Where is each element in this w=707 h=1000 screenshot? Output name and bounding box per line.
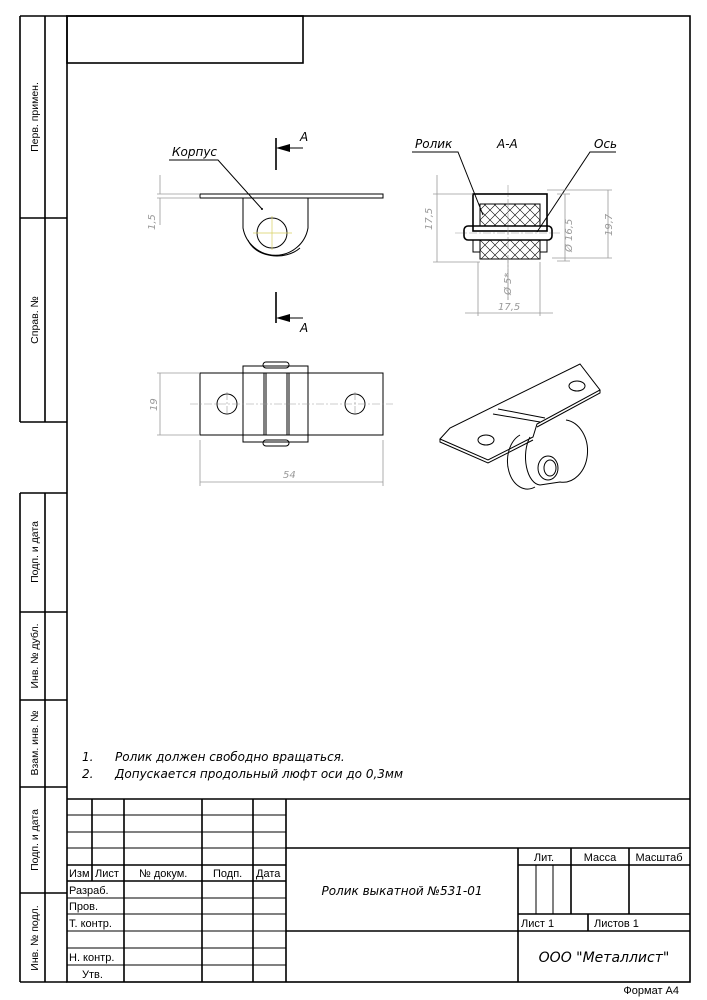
top-view: 19 54 [149, 361, 393, 486]
header-sign: Подп. [213, 868, 242, 880]
note-2-text: Допускается продольный люфт оси до 0,3мм [114, 767, 403, 781]
dim-plate-width: 19 [149, 398, 160, 411]
dim-thickness: 1,5 [147, 214, 158, 230]
label-roller: Ролик [415, 137, 453, 151]
dim-height-outer: 17,5 [424, 208, 435, 230]
section-title: А-А [496, 137, 518, 151]
note-1-text: Ролик должен свободно вращаться. [115, 750, 345, 764]
drawing-title: Ролик выкатной №531-01 [321, 884, 482, 898]
title-block: Изм Лист № докум. Подп. Дата Разраб. Про… [67, 798, 690, 997]
dim-diam-roller: Ø 16,5 [563, 219, 575, 253]
label-axle: Ось [594, 137, 617, 151]
side-dup-inv: Инв. № дубл. [29, 623, 41, 688]
note-1-number: 1. [82, 750, 93, 764]
dim-height-total: 19,7 [604, 213, 615, 236]
role-norm-control: Н. контр. [69, 952, 114, 964]
note-2-number: 2. [82, 767, 93, 781]
section-mark-top: А [299, 130, 308, 144]
dim-width-roller: 17,5 [498, 302, 520, 313]
top-left-box [66, 15, 304, 64]
role-checker: Пров. [69, 901, 98, 913]
sheets-label: Листов 1 [594, 918, 639, 930]
dim-diam-axle: Ø 5* [502, 273, 514, 296]
side-sign-date-1: Подп. и дата [29, 521, 41, 583]
label-body: Корпус [172, 145, 217, 159]
role-tech-control: Т. контр. [69, 918, 112, 930]
front-view: А А Корпус 1,5 [147, 130, 384, 335]
side-orig-inv: Инв. № подл. [29, 905, 41, 970]
section-view: Ролик А-А Ось 17,5 Ø 16,5 19,7 Ø 5* 17,5 [412, 137, 617, 316]
inner-frame [66, 15, 691, 983]
lit-label: Лит. [534, 852, 554, 864]
side-sign-date-2: Подп. и дата [29, 809, 41, 871]
header-doc-no: № докум. [139, 868, 187, 880]
role-developer: Разраб. [69, 885, 109, 897]
role-approved: Утв. [82, 969, 103, 981]
mass-label: Масса [584, 852, 617, 864]
header-izm: Изм [69, 868, 90, 880]
scale-label: Масштаб [635, 852, 682, 864]
side-replace-inv: Взам. инв. № [29, 710, 41, 775]
sheet-label: Лист 1 [521, 918, 554, 930]
header-list: Лист [95, 868, 119, 880]
side-first-use: Перв. примен. [29, 82, 41, 152]
dim-plate-length: 54 [283, 470, 296, 481]
company-name: ООО "Металлист" [539, 950, 670, 966]
section-mark-bottom: А [299, 321, 308, 335]
side-strip: Перв. примен. Справ. № Подп. и дата Инв.… [19, 15, 67, 983]
iso-view [439, 363, 601, 490]
notes: 1. Ролик должен свободно вращаться. 2. Д… [82, 750, 403, 781]
header-date: Дата [256, 868, 281, 880]
format-label: Формат А4 [623, 985, 679, 997]
side-ref-no: Справ. № [29, 296, 41, 344]
